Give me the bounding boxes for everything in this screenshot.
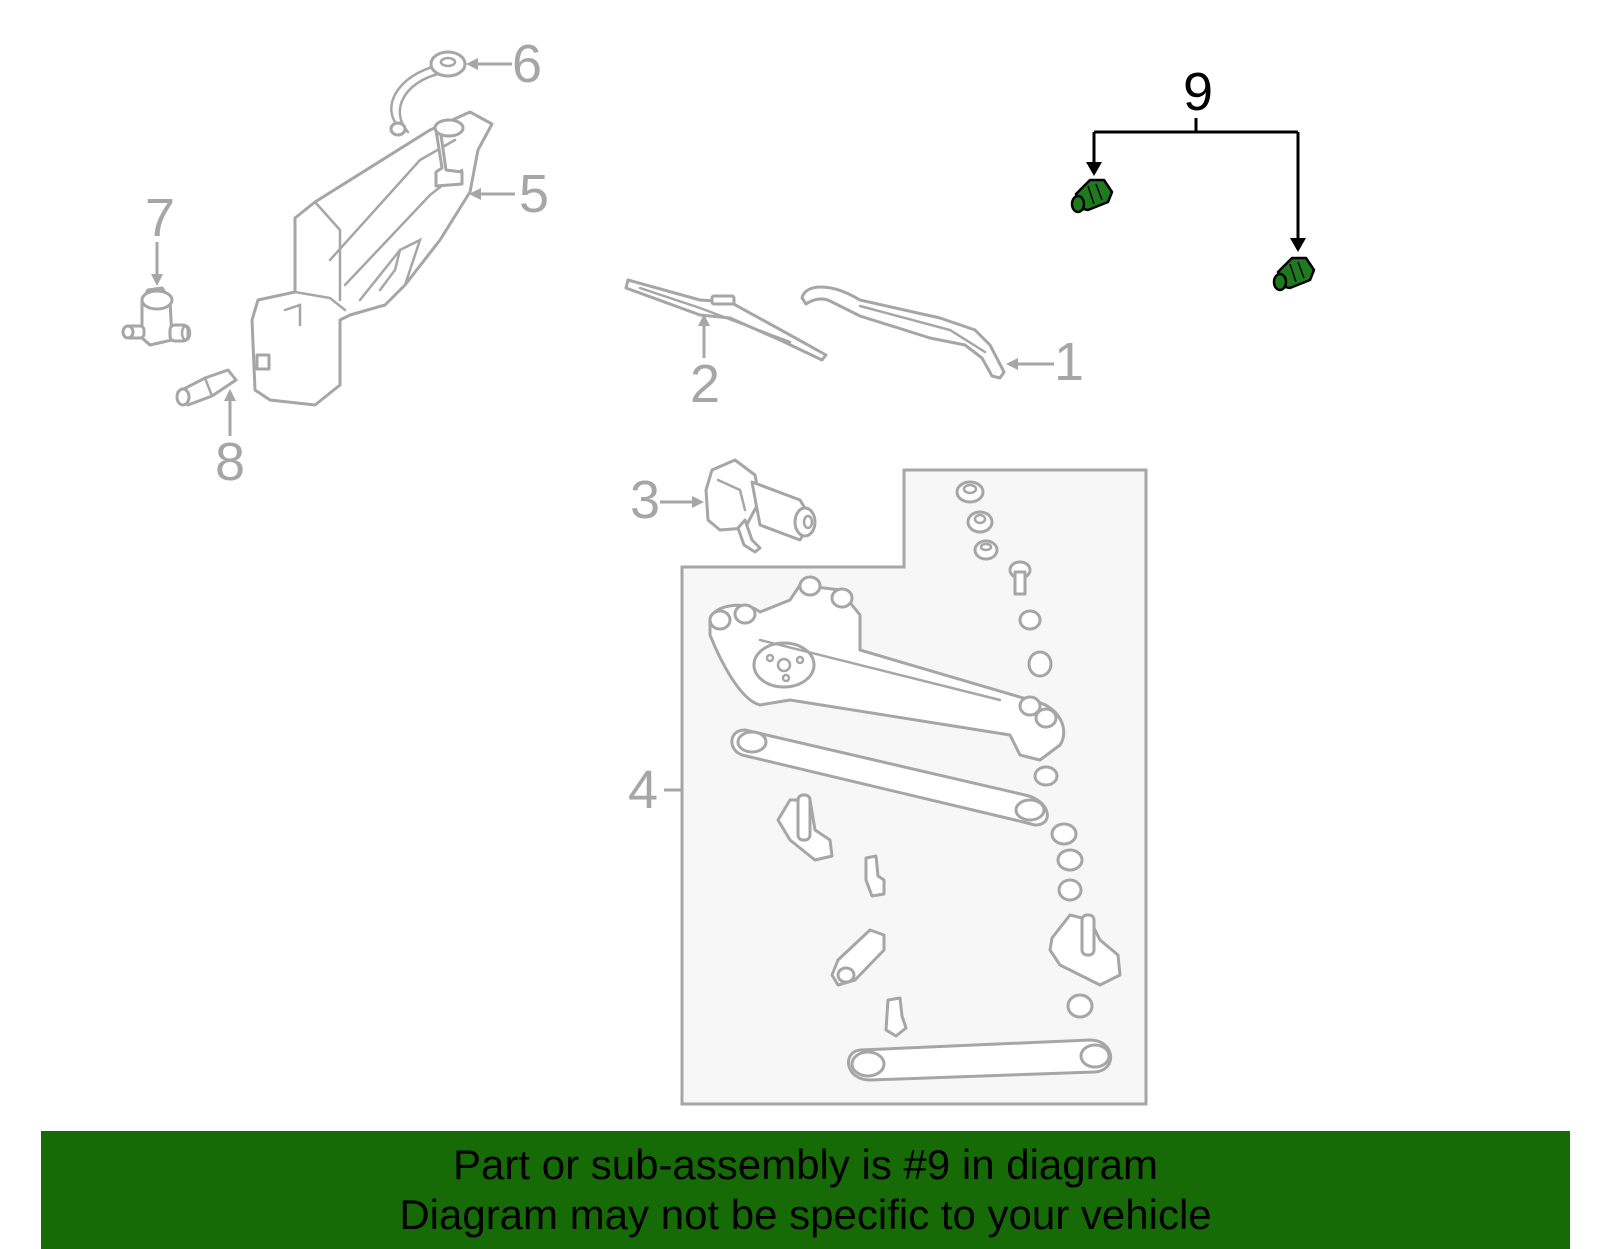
- callout-9[interactable]: 9: [1183, 62, 1213, 122]
- leader-6: [466, 58, 512, 70]
- leader-5: [469, 188, 515, 200]
- callout-7[interactable]: 7: [145, 188, 175, 248]
- linkage-rod-lower: [847, 1038, 1113, 1082]
- leader-2: [698, 314, 710, 358]
- leader-3: [660, 496, 704, 508]
- banner-line-2: Diagram may not be specific to your vehi…: [399, 1191, 1212, 1238]
- leader-7: [151, 242, 163, 286]
- linkage-bushings: [955, 480, 1094, 1019]
- callout-3[interactable]: 3: [630, 470, 660, 530]
- linkage-pivots: [776, 793, 1122, 1038]
- banner-line-1: Part or sub-assembly is #9 in diagram: [453, 1141, 1158, 1188]
- callout-6[interactable]: 6: [512, 34, 542, 94]
- leader-9: [1086, 118, 1306, 252]
- part-6-cap[interactable]: [389, 50, 467, 137]
- part-1-wiper-arm[interactable]: [800, 285, 1006, 380]
- callout-8[interactable]: 8: [215, 432, 245, 492]
- linkage-main-frame: [708, 575, 1066, 762]
- callout-1[interactable]: 1: [1054, 332, 1084, 392]
- info-banner: Part or sub-assembly is #9 in diagram Di…: [41, 1131, 1570, 1249]
- part-3-wiper-motor[interactable]: [704, 458, 817, 554]
- part-8-level-sensor[interactable]: [175, 368, 238, 407]
- callout-4[interactable]: 4: [628, 760, 658, 820]
- leader-1: [1006, 358, 1054, 370]
- part-9-clip-left[interactable]: [1070, 178, 1114, 214]
- callout-2[interactable]: 2: [690, 354, 720, 414]
- part-2-wiper-blade[interactable]: [624, 278, 828, 362]
- leader-8: [224, 389, 236, 436]
- part-5-reservoir[interactable]: [250, 110, 494, 407]
- part-7-washer-pump[interactable]: [121, 286, 192, 347]
- callout-5[interactable]: 5: [519, 164, 549, 224]
- linkage-rod-upper: [730, 728, 1049, 827]
- part-9-clip-right[interactable]: [1272, 256, 1316, 292]
